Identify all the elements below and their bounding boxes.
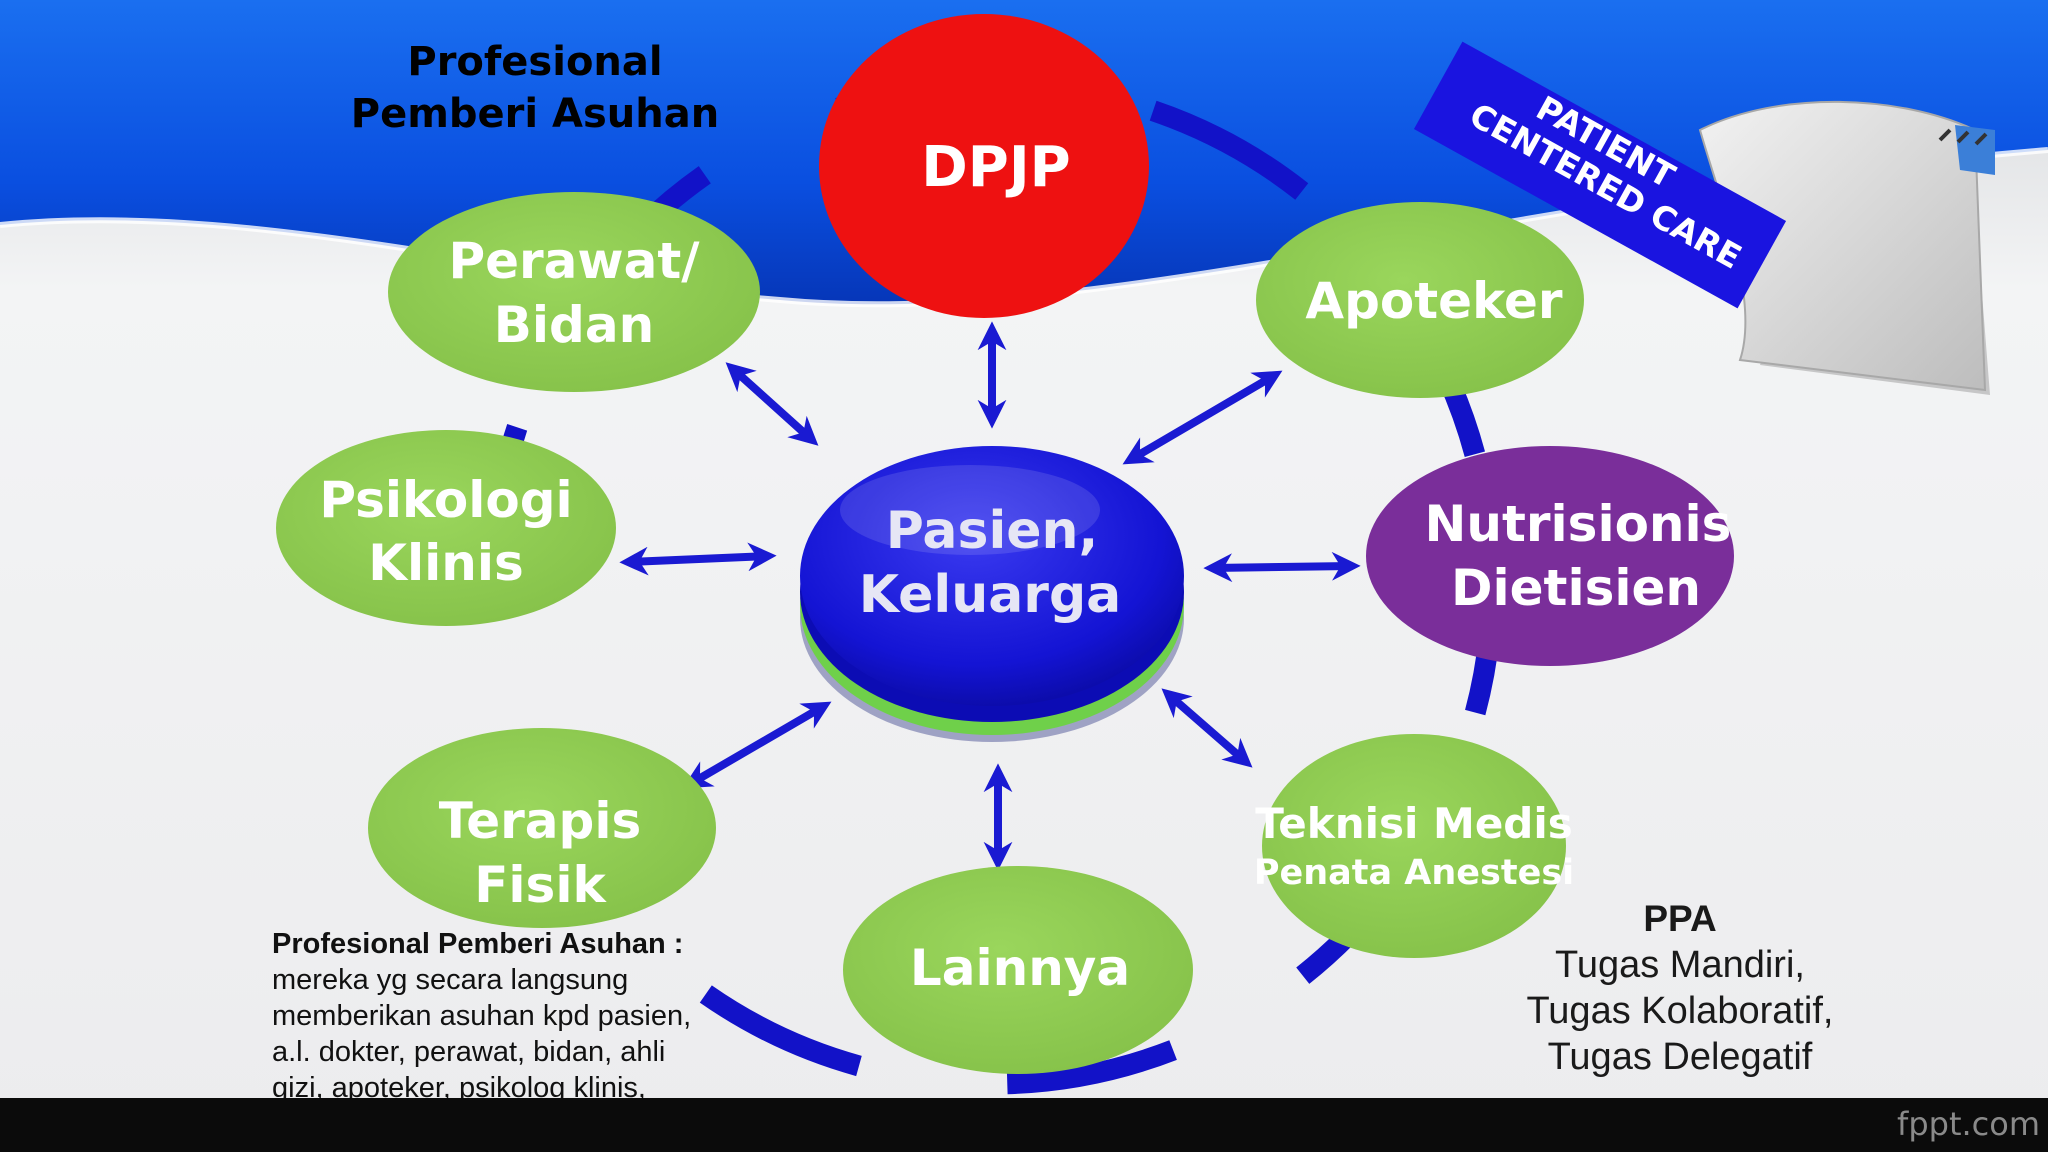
ppa-line3: Tugas Delegatif bbox=[1547, 1036, 1813, 1078]
node-nutrisionis-label-line2: Dietisien bbox=[1451, 559, 1701, 617]
node-nutrisionis-label-line1: Nutrisionis bbox=[1425, 495, 1732, 553]
slide-title: Profesional Pemberi Asuhan bbox=[300, 36, 770, 140]
node-terapis-fisik bbox=[368, 728, 716, 928]
node-perawat-bidan bbox=[388, 192, 760, 392]
bottom-bar bbox=[0, 1098, 2048, 1152]
node-dpjp bbox=[819, 14, 1149, 318]
node-perawat-label-line2: Bidan bbox=[494, 296, 654, 354]
arrow-perawat bbox=[725, 362, 819, 446]
node-terapis-label-line1: Terapis bbox=[439, 792, 641, 850]
node-terapis-label-line2: Fisik bbox=[474, 856, 607, 914]
node-dpjp-label: DPJP bbox=[921, 135, 1070, 200]
arrow-teknisi bbox=[1161, 688, 1253, 768]
node-psikologi-label-line1: Psikologi bbox=[319, 471, 572, 529]
ppa-tasks: PPA Tugas Mandiri, Tugas Kolaboratif, Tu… bbox=[1500, 896, 1860, 1080]
center-label-line1: Pasien, bbox=[886, 501, 1099, 561]
footnote-line1: mereka yg secara langsung bbox=[272, 964, 629, 996]
watermark: fppt.com bbox=[1897, 1105, 2040, 1143]
patient-centered-care-banner bbox=[1413, 41, 1787, 309]
center-label-line2: Keluarga bbox=[859, 565, 1122, 625]
node-lainnya bbox=[843, 866, 1193, 1074]
arrow-nutrisionis bbox=[1203, 551, 1361, 583]
footnote-line4: gizi, apoteker, psikolog klinis, bbox=[272, 1072, 646, 1098]
footnote-line2: memberikan asuhan kpd pasien, bbox=[272, 1000, 692, 1032]
footnote-definition: Profesional Pemberi Asuhan : mereka yg s… bbox=[272, 926, 792, 1098]
node-perawat-label-line1: Perawat/ bbox=[448, 232, 700, 290]
ppa-heading: PPA bbox=[1643, 898, 1717, 939]
arrow-psikologi bbox=[619, 542, 777, 576]
node-psikologi-klinis bbox=[276, 430, 616, 626]
arrow-apoteker bbox=[1122, 370, 1283, 465]
paper-sheet-graphic bbox=[1698, 100, 1995, 395]
footnote-heading: Profesional Pemberi Asuhan : bbox=[272, 928, 684, 960]
node-teknisi-label-line1: Teknisi Medis bbox=[1255, 799, 1573, 848]
center-node-pasien-keluarga bbox=[800, 446, 1184, 742]
node-teknisi-label-line2: Penata Anestesi bbox=[1254, 853, 1574, 893]
slide-title-line2: Pemberi Asuhan bbox=[350, 91, 720, 137]
node-apoteker-label: Apoteker bbox=[1305, 272, 1562, 330]
node-lainnya-label: Lainnya bbox=[910, 939, 1130, 997]
ppa-line2: Tugas Kolaboratif, bbox=[1526, 990, 1834, 1032]
arrow-terapis bbox=[682, 701, 832, 789]
slide-title-line1: Profesional bbox=[407, 39, 663, 85]
arrows bbox=[619, 321, 1361, 871]
node-teknisi-medis bbox=[1262, 734, 1566, 958]
footnote-line3: a.l. dokter, perawat, bidan, ahli bbox=[272, 1036, 666, 1068]
node-apoteker bbox=[1256, 202, 1584, 398]
node-nutrisionis-dietisien bbox=[1366, 446, 1734, 666]
ppa-line1: Tugas Mandiri, bbox=[1555, 944, 1805, 986]
node-psikologi-label-line2: Klinis bbox=[368, 534, 524, 592]
